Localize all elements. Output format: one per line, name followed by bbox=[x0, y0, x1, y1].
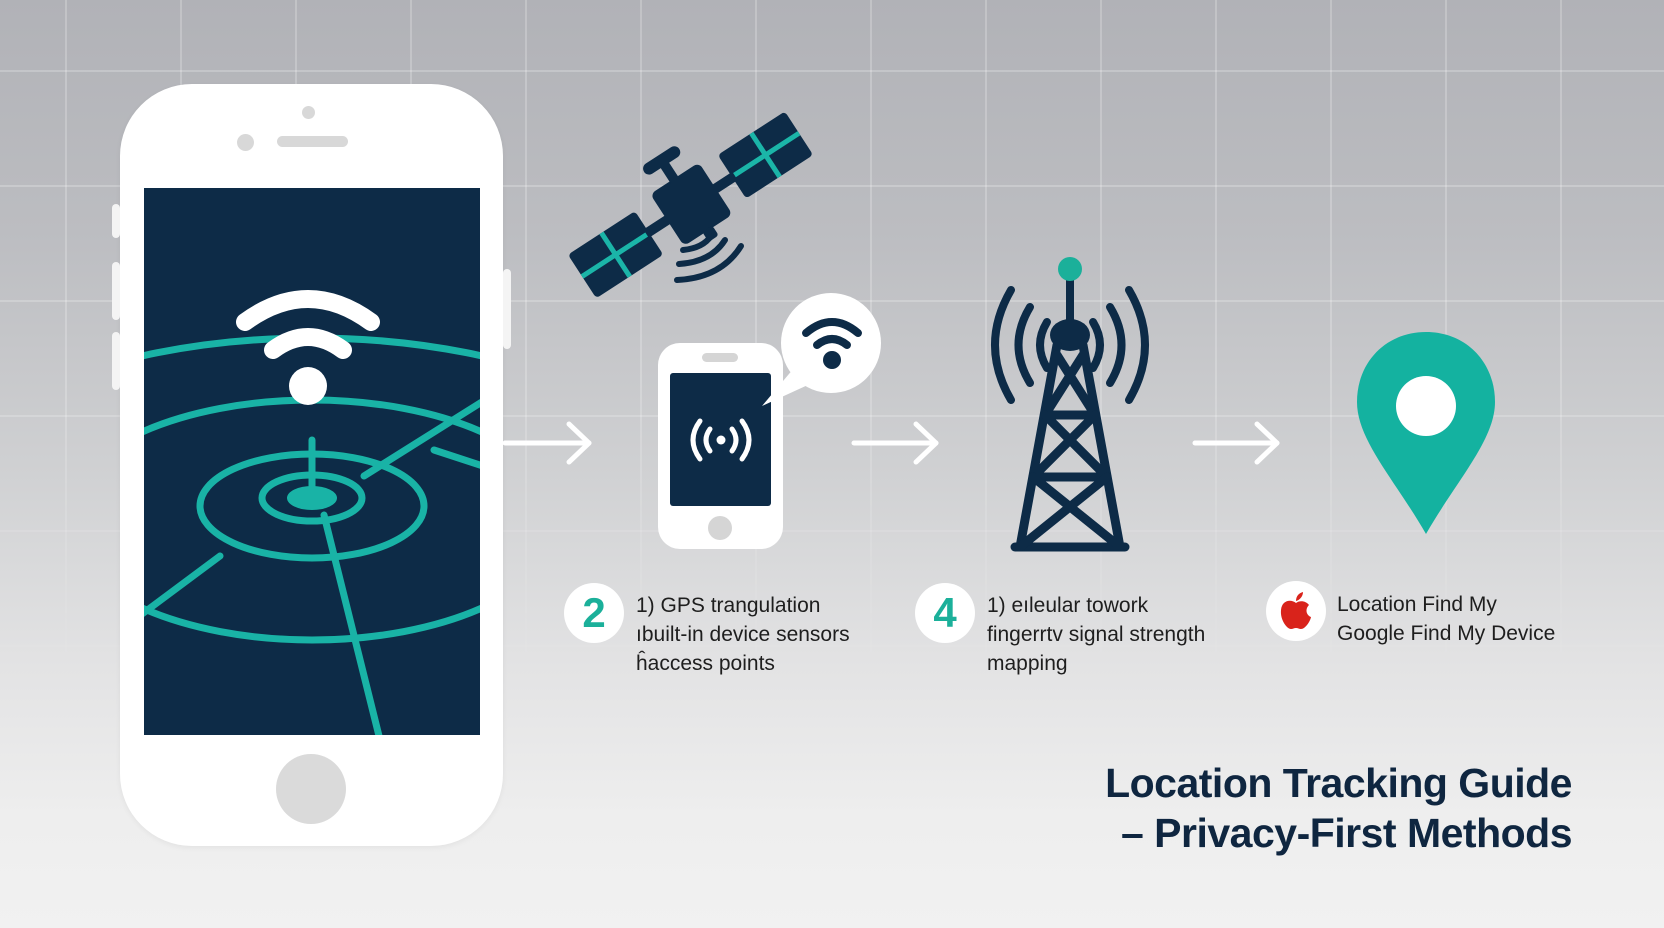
arrow-right-icon bbox=[1192, 421, 1280, 465]
step-line: 1) eıleular towork bbox=[987, 594, 1149, 617]
step-gps-description: 1) GPS trangulation ıbuilt-in device sen… bbox=[636, 591, 850, 678]
apple-logo-icon bbox=[1280, 592, 1311, 629]
main-phone-illustration bbox=[112, 84, 511, 846]
location-pin-icon bbox=[1357, 332, 1495, 534]
small-phone-home-button bbox=[708, 516, 732, 540]
phone-speaker bbox=[277, 136, 348, 147]
main-phone-screen bbox=[144, 188, 480, 735]
title-line-1: Location Tracking Guide bbox=[1105, 760, 1572, 806]
phone-power-button bbox=[503, 269, 511, 349]
phone-front-sensor bbox=[237, 134, 254, 151]
step-line: Google Find My Device bbox=[1337, 622, 1556, 645]
satellite-icon bbox=[569, 112, 812, 297]
step-line: 1) GPS trangulation bbox=[636, 594, 821, 617]
phone-volume-down-button bbox=[112, 332, 120, 390]
cell-tower-icon bbox=[991, 257, 1149, 552]
radar-map-graphic bbox=[144, 334, 480, 735]
broadcast-signal-icon bbox=[690, 418, 752, 462]
small-phone-speaker bbox=[702, 353, 738, 362]
phone-volume-up-button bbox=[112, 262, 120, 320]
phone-side-button bbox=[112, 204, 120, 238]
title-line-2: – Privacy-First Methods bbox=[1120, 810, 1573, 856]
arrow-right-icon bbox=[502, 421, 592, 465]
phone-home-button bbox=[276, 754, 346, 824]
step-badge-4: 4 bbox=[915, 583, 975, 643]
arrow-right-icon bbox=[851, 421, 939, 465]
step-line: ĥaccess points bbox=[636, 652, 775, 675]
step-number: 4 bbox=[933, 589, 957, 636]
wifi-icon bbox=[802, 318, 862, 369]
step-line: ıbuilt-in device sensors bbox=[636, 623, 850, 646]
step-line: mapping bbox=[987, 652, 1068, 675]
step-find-my-description: Location Find My Google Find My Device bbox=[1337, 590, 1555, 648]
step-badge-apple bbox=[1266, 581, 1326, 641]
page-title: Location Tracking Guide – Privacy-First … bbox=[1105, 758, 1572, 858]
small-phone-illustration bbox=[658, 343, 783, 549]
step-cellular-description: 1) eıleular towork fingerrtv signal stre… bbox=[987, 591, 1205, 678]
small-phone-screen bbox=[670, 373, 771, 506]
step-number: 2 bbox=[582, 589, 606, 636]
wifi-icon bbox=[236, 290, 380, 405]
step-line: fingerrtv signal strength bbox=[987, 623, 1206, 646]
step-line: Location Find My bbox=[1337, 593, 1497, 616]
step-badge-2: 2 bbox=[564, 583, 624, 643]
phone-camera-dot bbox=[302, 106, 315, 119]
